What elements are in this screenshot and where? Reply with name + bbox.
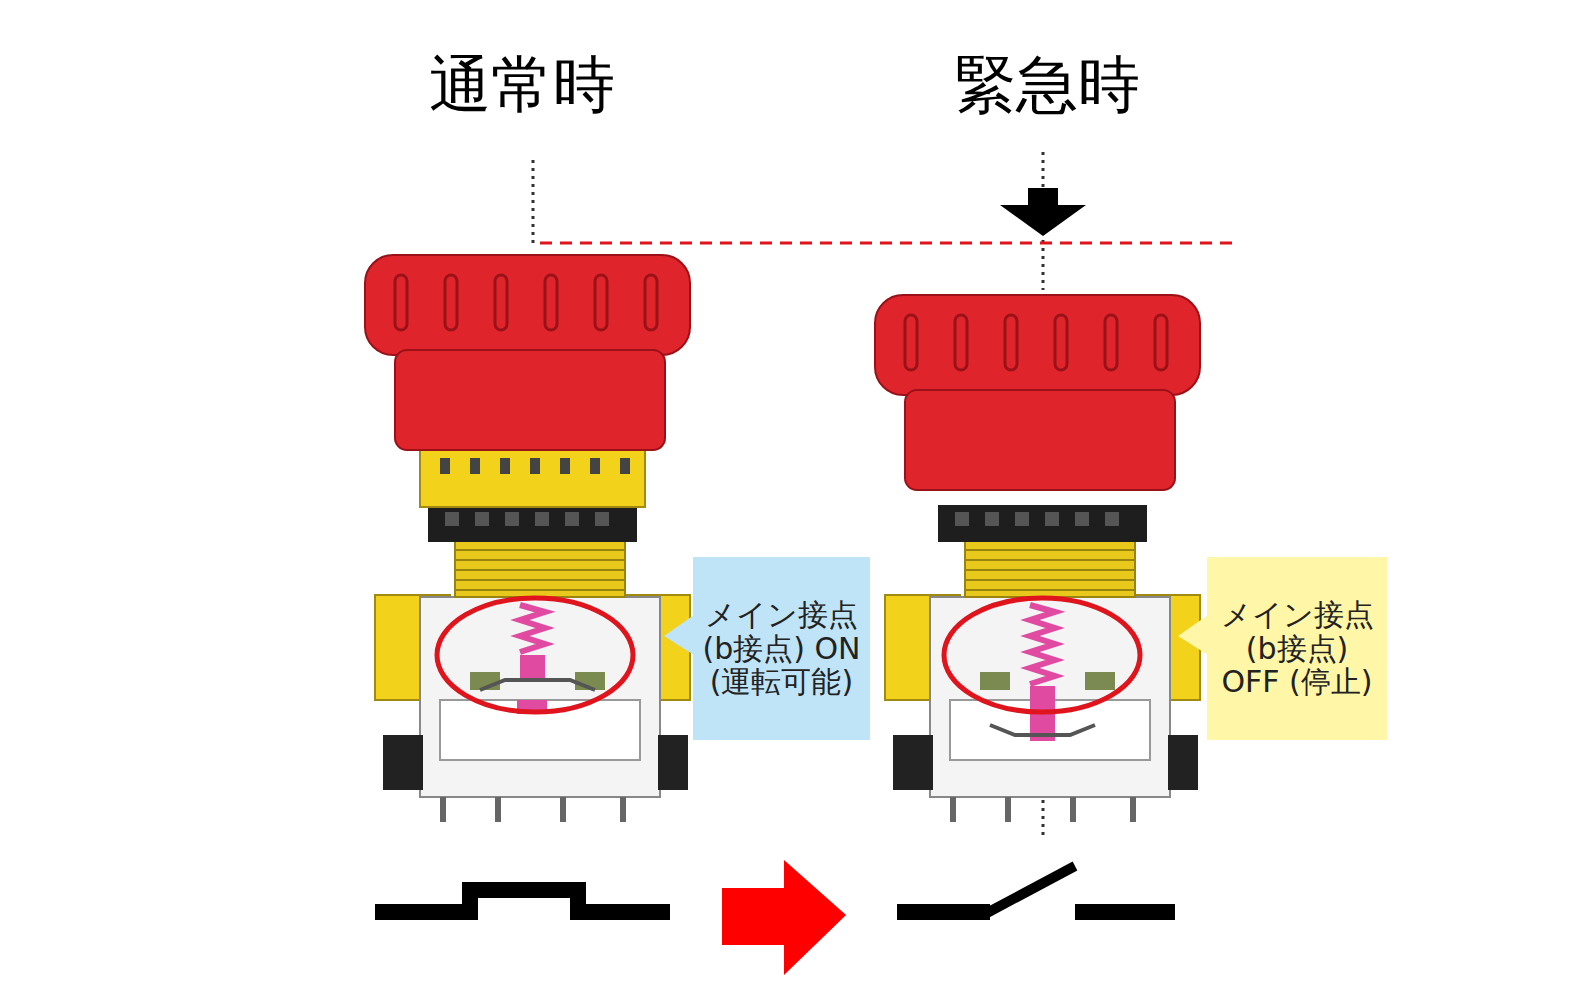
contact-state-callout: メイン接点 (b接点) OFF (停止) xyxy=(1207,590,1387,707)
callout-text: メイン接点 (b接点) ON (運転可能) xyxy=(699,598,864,699)
state-heading: 通常時 xyxy=(429,54,615,116)
contact-state-callout: メイン接点 (b接点) ON (運転可能) xyxy=(693,590,870,707)
state-heading: 緊急時 xyxy=(954,54,1140,116)
callout-text: メイン接点 (b接点) OFF (停止) xyxy=(1213,598,1381,699)
